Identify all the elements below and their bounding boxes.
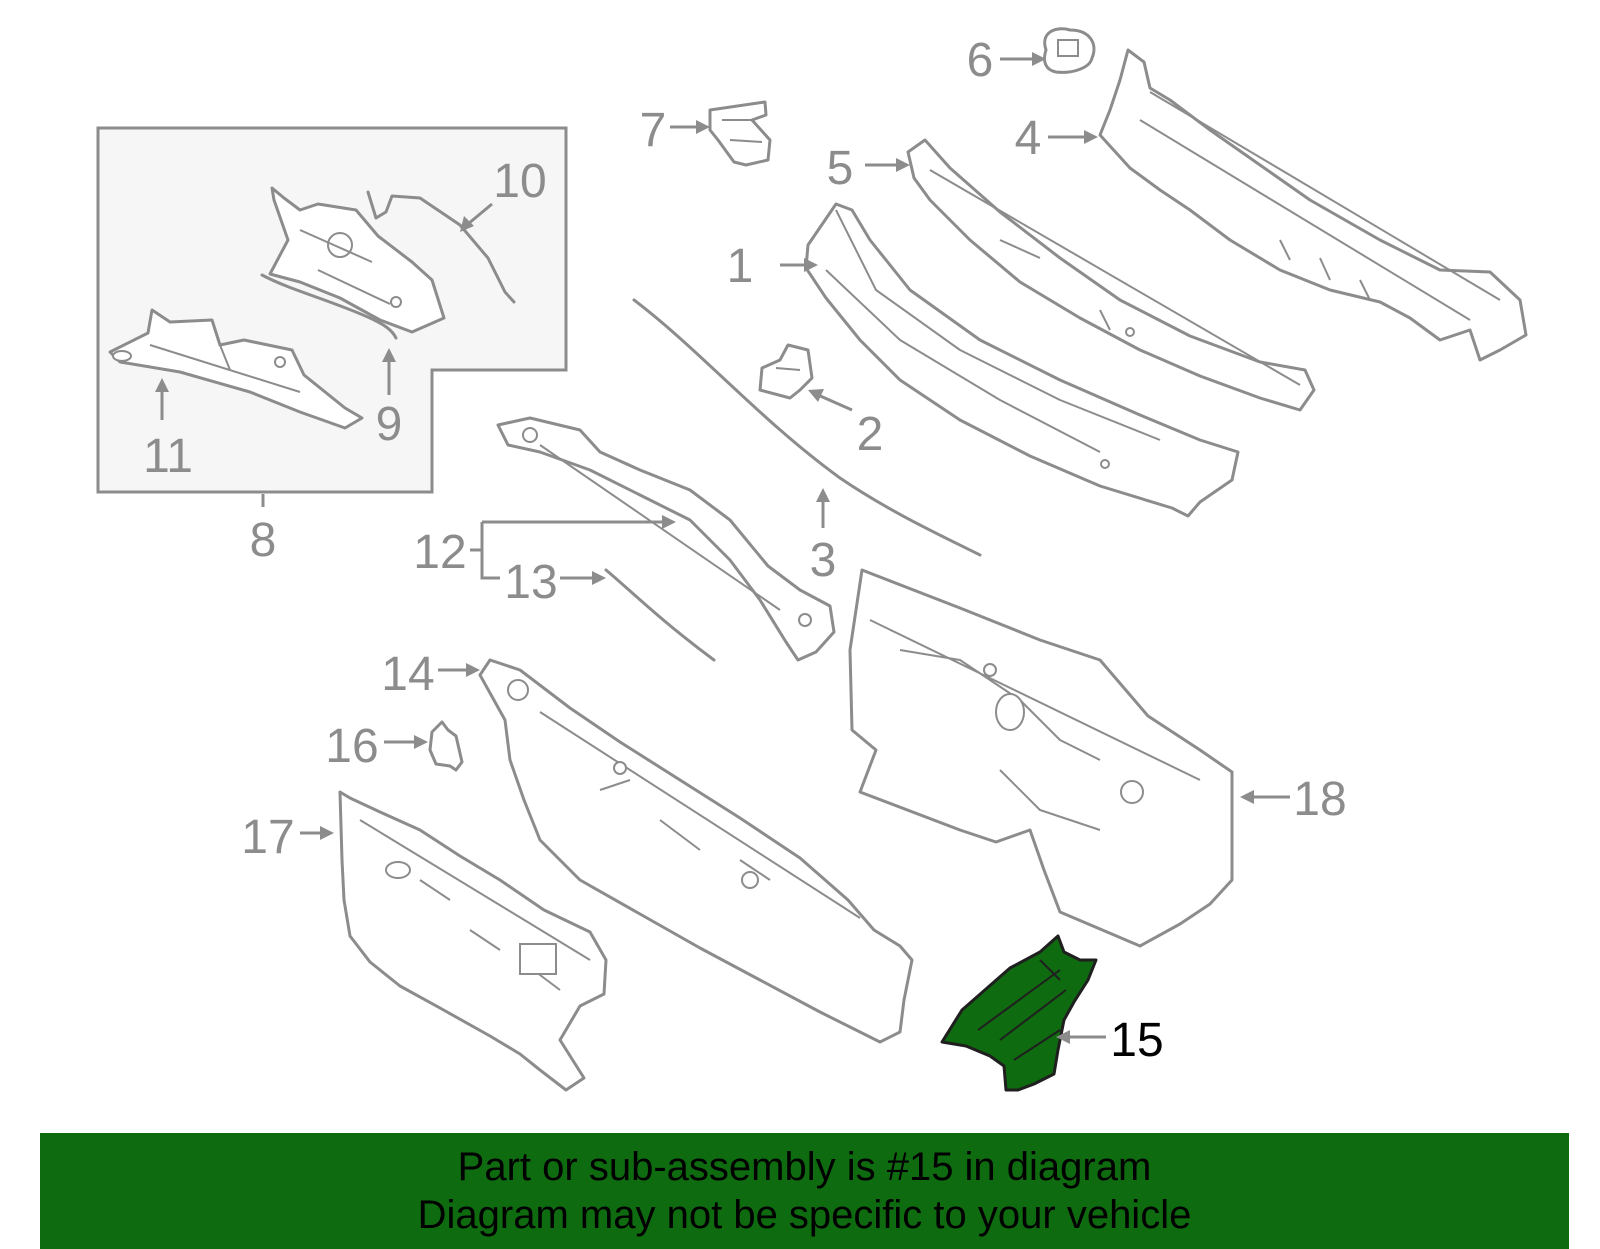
info-banner: Part or sub-assembly is #15 in diagram D…: [40, 1133, 1569, 1249]
callout-4: 4: [1015, 112, 1042, 165]
callout-1: 1: [727, 240, 754, 293]
callout-16: 16: [325, 720, 378, 773]
callout-9: 9: [376, 398, 403, 451]
callout-10: 10: [493, 155, 546, 208]
callout-8: 8: [250, 514, 277, 567]
part-12[interactable]: [496, 416, 836, 662]
part-13[interactable]: [604, 568, 716, 662]
part-1[interactable]: [804, 202, 1240, 518]
callout-18: 18: [1293, 773, 1346, 826]
callout-17: 17: [241, 811, 294, 864]
callout-13: 13: [504, 556, 557, 609]
callout-3: 3: [810, 534, 837, 587]
part-18[interactable]: [848, 568, 1234, 948]
part-6[interactable]: [1042, 27, 1096, 74]
callout-12: 12: [413, 526, 466, 579]
part-17[interactable]: [338, 790, 608, 1092]
part-11[interactable]: [108, 308, 364, 430]
part-14[interactable]: [478, 658, 914, 1044]
callout-15: 15: [1110, 1014, 1163, 1067]
part-4[interactable]: [1098, 48, 1528, 362]
part-10[interactable]: [366, 190, 516, 304]
inset-bracket[interactable]: [268, 186, 446, 334]
callout-14: 14: [381, 648, 434, 701]
leaders: [155, 52, 1290, 1044]
part-2[interactable]: [758, 343, 814, 400]
part-9[interactable]: [260, 273, 398, 340]
part-3[interactable]: [632, 298, 982, 557]
callout-6: 6: [967, 34, 994, 87]
callout-11: 11: [143, 430, 193, 483]
banner-line-2: Diagram may not be specific to your vehi…: [417, 1193, 1192, 1237]
part-5[interactable]: [906, 138, 1316, 412]
parts-diagram: 1 2 3 4 5 6 7 8 9 10 11 12 13 14 15 16 1…: [96, 27, 1528, 1092]
callout-2: 2: [857, 408, 884, 461]
callout-5: 5: [827, 142, 854, 195]
part-15-highlighted[interactable]: [940, 934, 1098, 1092]
part-16[interactable]: [428, 720, 464, 772]
banner-line-1: Part or sub-assembly is #15 in diagram: [457, 1145, 1152, 1189]
part-7[interactable]: [708, 100, 772, 167]
callout-7: 7: [640, 104, 667, 157]
